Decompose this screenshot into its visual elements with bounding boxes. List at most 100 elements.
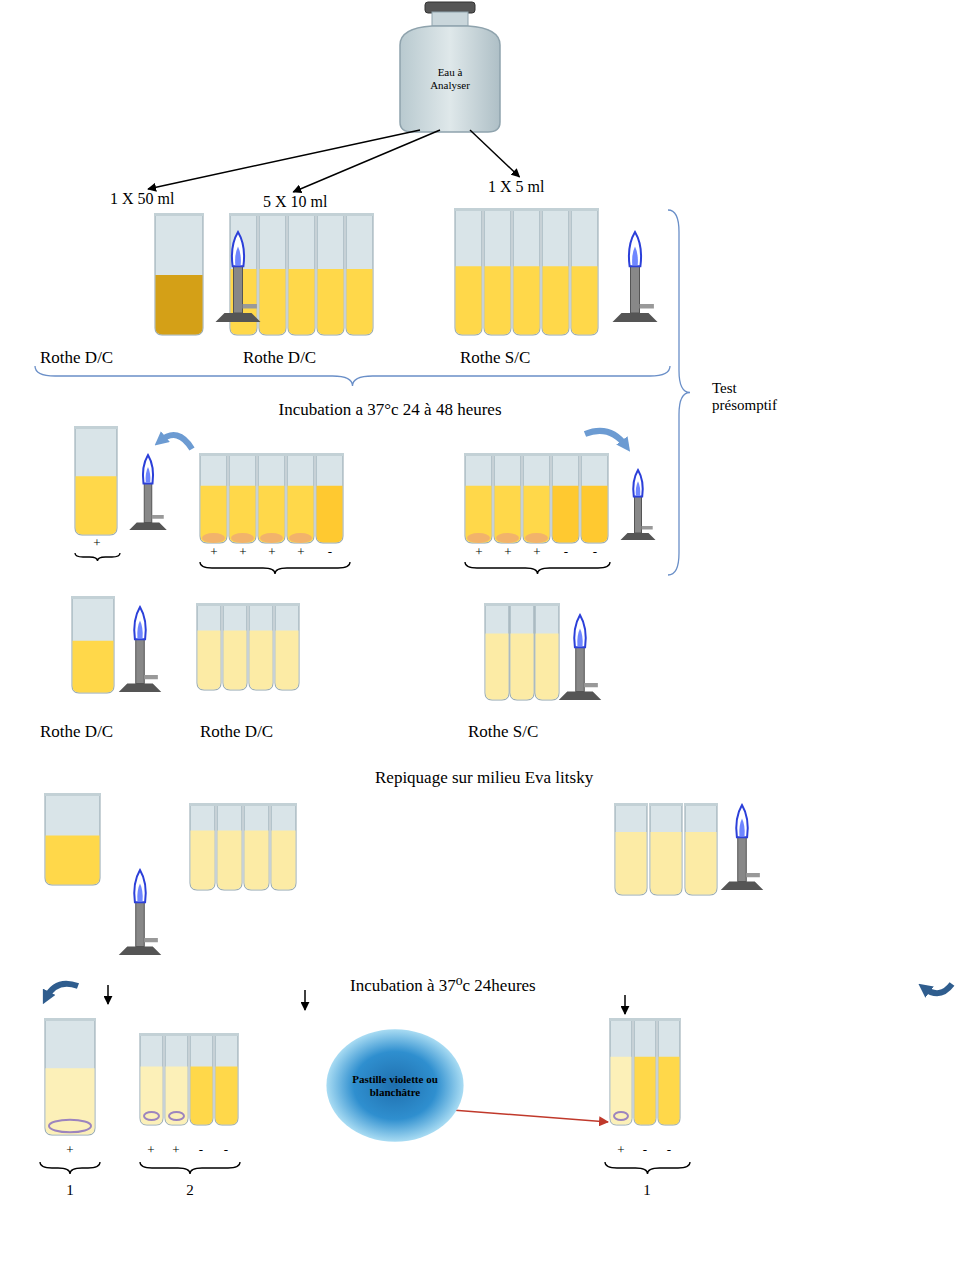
test-sign: + <box>533 545 540 560</box>
bunsen-burner <box>559 615 602 700</box>
test-sign: + <box>66 1143 73 1158</box>
test-sign: + <box>617 1143 624 1158</box>
bunsen-burner <box>216 232 261 322</box>
count-number: 1 <box>643 1182 651 1199</box>
test-tube <box>570 208 599 335</box>
brace <box>605 1162 690 1174</box>
brace <box>40 1162 100 1174</box>
test-tube <box>139 1033 164 1125</box>
brace <box>75 553 120 561</box>
test-sign: + <box>504 545 511 560</box>
test-sign: - <box>667 1143 671 1158</box>
test-tube <box>199 453 228 543</box>
bunsen-burner <box>119 870 162 955</box>
bunsen-burner <box>119 607 162 692</box>
medium-label: Rothe S/C <box>460 348 530 368</box>
bunsen-burner <box>721 805 764 890</box>
test-sign: + <box>147 1143 154 1158</box>
test-tube <box>189 1033 214 1125</box>
medium-label: Rothe D/C <box>200 722 273 742</box>
test-tube <box>580 453 609 543</box>
test-tube <box>522 453 551 543</box>
volume-label: 1 X 50 ml <box>110 190 174 208</box>
test-tube <box>287 213 316 335</box>
test-tube <box>44 793 101 885</box>
medium-label: Rothe D/C <box>243 348 316 368</box>
test-sign: - <box>199 1143 203 1158</box>
test-sign: - <box>643 1143 647 1158</box>
bunsen-burner <box>613 232 658 322</box>
test-tube <box>286 453 315 543</box>
tube-group: 5 X 10 ml Rothe D/C <box>228 193 373 368</box>
test-tube <box>164 1033 189 1125</box>
bunsen-burner <box>621 470 656 540</box>
test-sign: + <box>268 545 275 560</box>
test-tube <box>154 213 204 335</box>
test-tube <box>71 596 115 693</box>
test-tube <box>551 453 580 543</box>
step-label: Repiquage sur milieu Eva litsky <box>375 768 593 788</box>
test-tube <box>534 603 560 700</box>
test-tube <box>483 208 512 335</box>
flow-arrows <box>46 431 952 1122</box>
test-tube <box>270 803 297 890</box>
test-tube <box>228 453 257 543</box>
brace <box>35 366 670 386</box>
tube-group: 1 X 50 ml Rothe D/C <box>40 190 220 368</box>
water-bottle: Eau à Analyser <box>400 28 500 130</box>
test-tube <box>189 803 216 890</box>
volume-label: 5 X 10 ml <box>263 193 327 211</box>
test-sign: + <box>172 1143 179 1158</box>
test-tube <box>509 603 535 700</box>
test-tube <box>316 213 345 335</box>
test-tube <box>657 1018 681 1125</box>
brace <box>140 1162 240 1174</box>
test-sign: - <box>564 545 568 560</box>
water-bottle-drawing <box>400 2 500 132</box>
test-tube <box>484 603 510 700</box>
test-tube <box>493 453 522 543</box>
step-label: Test présomptif <box>712 380 802 415</box>
volume-label: 1 X 5 ml <box>488 178 544 196</box>
test-tube <box>541 208 570 335</box>
test-tube <box>196 603 222 690</box>
test-tube <box>248 603 274 690</box>
test-tube <box>633 1018 657 1125</box>
test-tube <box>258 213 287 335</box>
test-sign: - <box>224 1143 228 1158</box>
test-tube <box>609 1018 633 1125</box>
medium-label: Rothe D/C <box>40 722 113 742</box>
step-label: Incubation à 37⁰c 24heures <box>350 976 536 996</box>
brace <box>668 210 690 575</box>
test-tube <box>243 803 270 890</box>
test-tube <box>512 208 541 335</box>
test-sign: - <box>593 545 597 560</box>
test-tube <box>44 1018 96 1135</box>
test-tube <box>214 1033 239 1125</box>
count-number: 2 <box>186 1182 194 1199</box>
test-tube <box>684 803 718 895</box>
test-tube <box>454 208 483 335</box>
test-sign: + <box>475 545 482 560</box>
test-tube <box>216 803 243 890</box>
test-tube <box>315 453 344 543</box>
test-tube <box>274 603 300 690</box>
shape-text: Pastille violette ou blanchâtre <box>347 1073 443 1098</box>
tube-group: 1 X 5 ml Rothe S/C <box>452 178 602 368</box>
flow-arrow <box>148 130 420 189</box>
brace <box>465 562 610 574</box>
brace <box>200 562 350 574</box>
medium-label: Rothe S/C <box>468 722 538 742</box>
count-number: 1 <box>66 1182 74 1199</box>
shape-text: Eau à Analyser <box>419 66 481 91</box>
test-sign: + <box>239 545 246 560</box>
test-sign: + <box>210 545 217 560</box>
medium-label: Rothe D/C <box>40 348 113 368</box>
flow-arrow <box>293 130 440 192</box>
test-sign: - <box>328 545 332 560</box>
test-sign: + <box>93 536 100 551</box>
test-tube <box>257 453 286 543</box>
result-ellipse: Pastille violette ou blanchâtre <box>325 1028 465 1143</box>
step-label: Incubation a 37°c 24 à 48 heures <box>278 400 501 420</box>
test-tube <box>649 803 683 895</box>
